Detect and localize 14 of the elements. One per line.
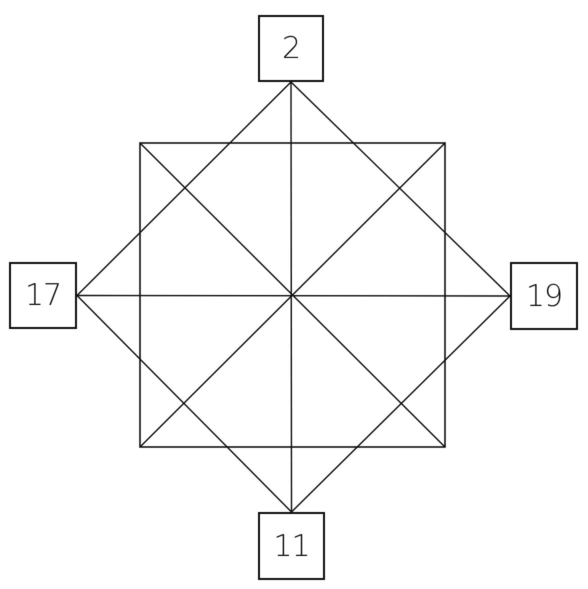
node-number: 17 — [24, 278, 62, 313]
node-number: 19 — [526, 278, 562, 314]
connector-line — [290, 82, 510, 296]
connector-line — [291, 296, 510, 512]
node-number: 11 — [273, 528, 310, 564]
number-box — [258, 512, 325, 580]
number-box — [9, 262, 77, 329]
number-box — [258, 15, 324, 82]
connector-line — [76, 295, 292, 512]
connector-line — [76, 82, 292, 296]
connector-line — [290, 82, 292, 512]
number-box — [510, 262, 578, 330]
connector-line — [77, 294, 510, 297]
node-number: 2 — [282, 31, 300, 66]
